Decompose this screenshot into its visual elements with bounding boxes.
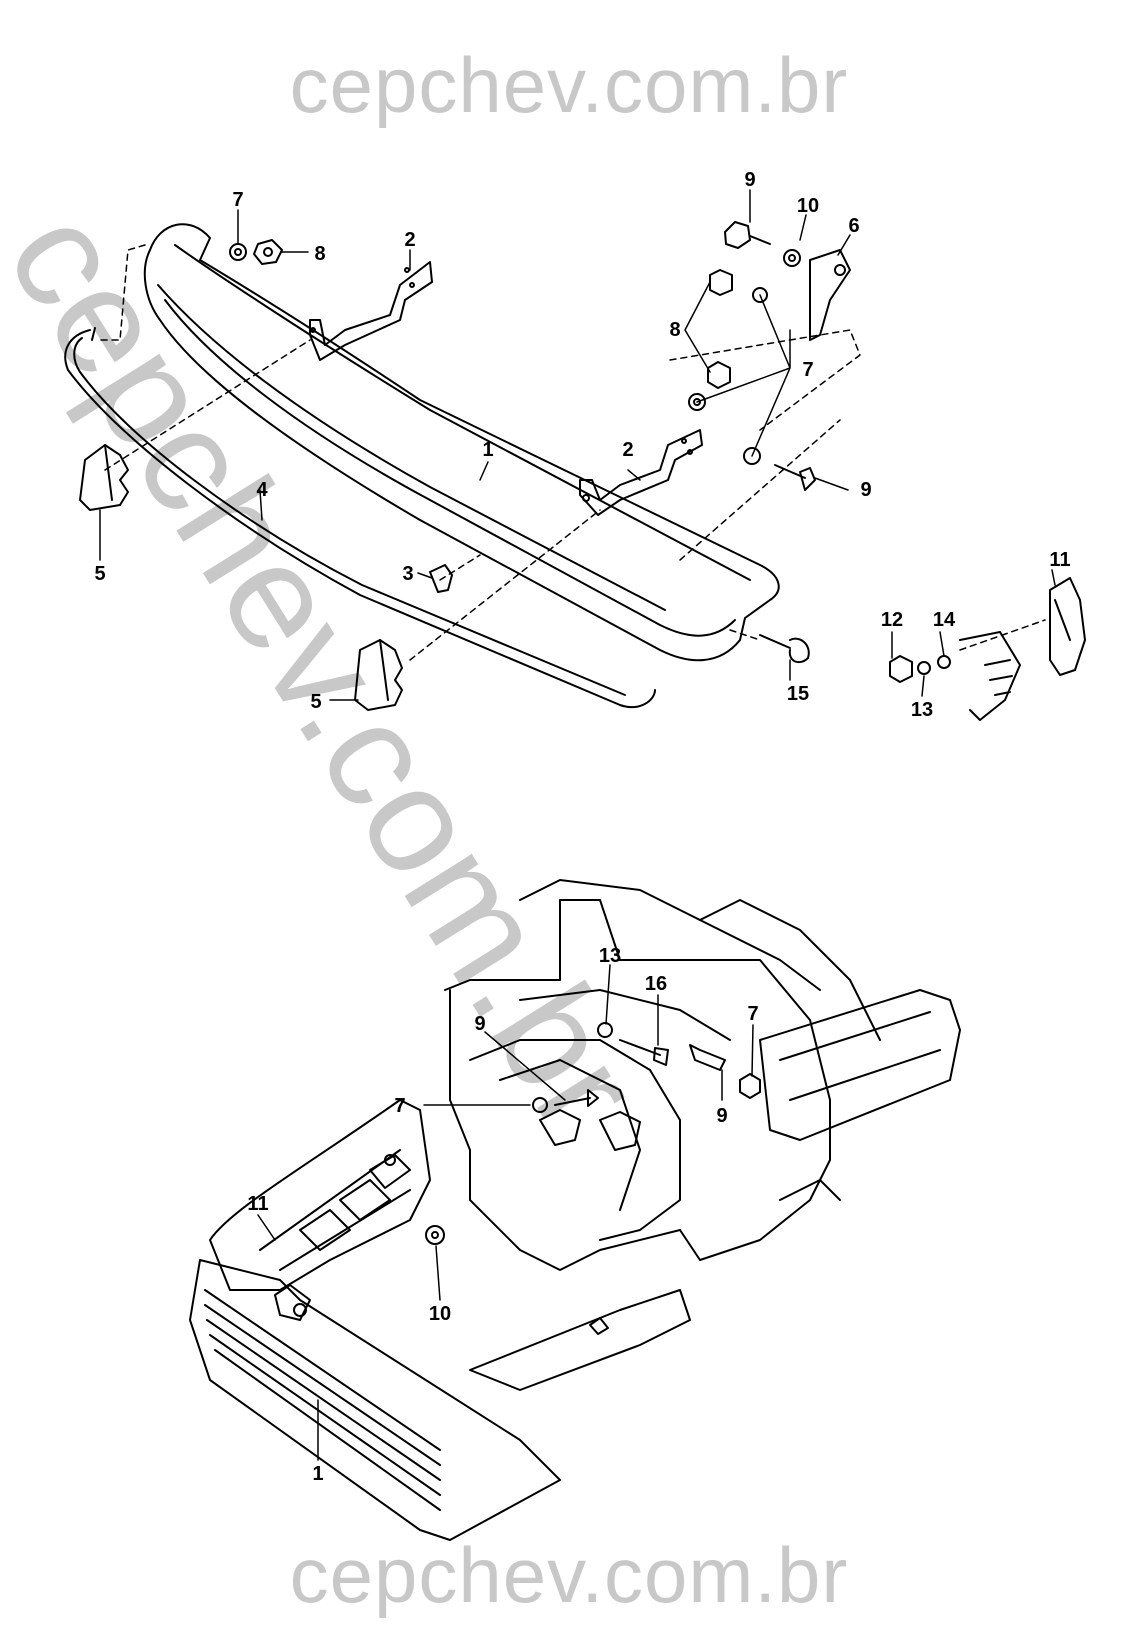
callout-14: 14 <box>933 609 956 631</box>
corner-piece-11-upper <box>959 577 1086 721</box>
watermark-bottom: cepchev.com.br <box>289 1531 849 1619</box>
assembly-dashed-lines-upper <box>99 244 1046 661</box>
bumper-bar <box>143 223 780 662</box>
frame-rail <box>469 989 961 1391</box>
guard-left <box>79 444 129 511</box>
callout-9: 9 <box>860 479 871 501</box>
callout-2: 2 <box>404 229 415 251</box>
callout-1: 1 <box>482 439 493 461</box>
callout-6: 6 <box>848 215 859 237</box>
callout-11: 11 <box>247 1193 268 1215</box>
lower-molding-strip <box>64 327 656 709</box>
callout-8: 8 <box>669 319 680 341</box>
callout-13: 13 <box>911 699 933 721</box>
callout-10: 10 <box>797 195 819 217</box>
callout-13: 13 <box>599 945 621 967</box>
hardware-lower <box>425 1022 761 1245</box>
callout-11: 11 <box>1049 549 1070 571</box>
callout-4: 4 <box>256 479 268 501</box>
callout-9: 9 <box>474 1013 485 1035</box>
callout-7: 7 <box>232 189 243 211</box>
bumper-installed <box>189 1259 561 1541</box>
callout-labels: 7 8 2 9 10 6 8 7 1 2 9 4 11 5 3 12 14 5 … <box>94 169 1070 1485</box>
callout-2: 2 <box>622 439 633 461</box>
callout-12: 12 <box>881 609 903 631</box>
hardware-12-13-14 <box>889 655 951 683</box>
bracket-left <box>309 261 433 361</box>
hardware-15 <box>759 634 810 664</box>
callout-16: 16 <box>645 973 667 995</box>
callout-7: 7 <box>802 359 813 381</box>
callout-10: 10 <box>429 1303 451 1325</box>
clip-3 <box>429 564 453 593</box>
bracket-right <box>579 429 703 516</box>
callout-3: 3 <box>402 563 413 585</box>
callout-7: 7 <box>394 1095 405 1117</box>
corner-piece-11-lower <box>209 1099 431 1291</box>
watermark-top: cepchev.com.br <box>289 41 849 129</box>
callout-15: 15 <box>787 683 809 705</box>
guard-right <box>354 639 403 711</box>
callout-8: 8 <box>314 243 325 265</box>
callout-5: 5 <box>310 691 321 713</box>
leader-lines <box>99 189 1056 1461</box>
hardware-upper-right <box>688 221 851 491</box>
callout-5: 5 <box>94 563 105 585</box>
body-sheetmetal <box>444 879 881 1271</box>
callout-1: 1 <box>312 1463 323 1485</box>
callout-9: 9 <box>744 169 755 191</box>
callout-7: 7 <box>747 1003 758 1025</box>
callout-9: 9 <box>716 1105 727 1127</box>
